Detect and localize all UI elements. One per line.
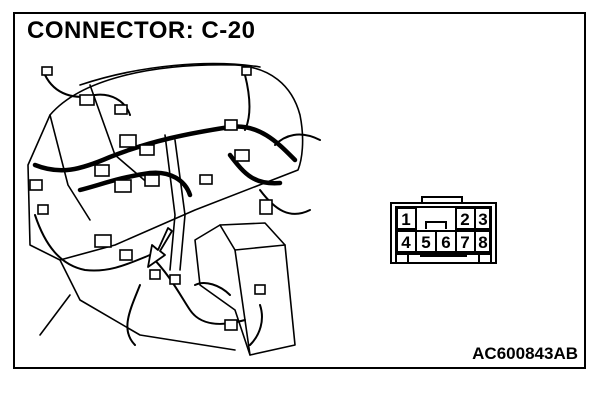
instrument-panel-outline xyxy=(27,64,304,261)
pin-number-7: 7 xyxy=(460,233,469,252)
pin-number-1: 1 xyxy=(401,210,410,229)
connector-face-diagram: 1 2 3 4 5 6 7 8 xyxy=(390,196,497,264)
connector-title: CONNECTOR: C-20 xyxy=(27,17,256,44)
branch-wires xyxy=(34,74,321,346)
pin-number-4: 4 xyxy=(401,233,411,252)
figure-code: AC600843AB xyxy=(472,344,578,363)
main-harness xyxy=(32,124,298,198)
pin-number-6: 6 xyxy=(441,233,450,252)
center-console-outline xyxy=(194,222,296,356)
pin-cell-3 xyxy=(474,207,491,230)
connector-key-notch xyxy=(425,221,447,229)
dashboard-harness-illustration xyxy=(27,62,321,356)
pointer-arrow-icon xyxy=(147,227,173,268)
harness-connectors xyxy=(29,66,273,331)
pin-number-3: 3 xyxy=(478,210,487,229)
pin-number-2: 2 xyxy=(460,210,469,229)
diagram-frame xyxy=(13,12,586,369)
connector-housing xyxy=(390,202,497,264)
pin-cell-1 xyxy=(396,207,417,230)
pin-cell-8 xyxy=(474,230,491,253)
pin-number-8: 8 xyxy=(478,233,487,252)
pin-number-5: 5 xyxy=(421,233,430,252)
